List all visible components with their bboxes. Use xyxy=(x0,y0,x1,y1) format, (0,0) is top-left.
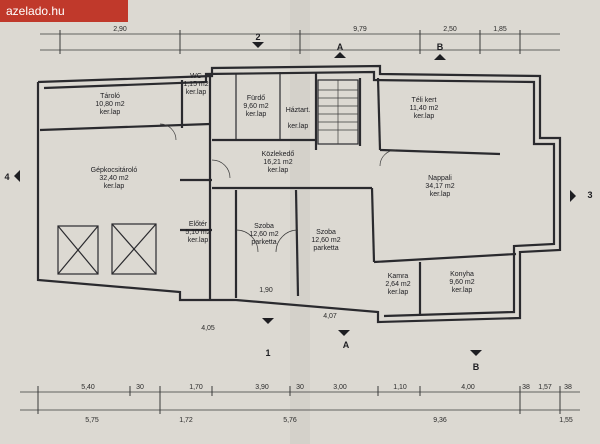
room-name: Előtér xyxy=(189,221,208,228)
dim-bottom-2: 30 xyxy=(136,384,144,391)
room-name: Téli kert xyxy=(412,97,437,104)
room-name: Szoba xyxy=(316,229,336,236)
room-floor: ker.lap xyxy=(452,287,473,294)
room-area: 16,21 m2 xyxy=(263,159,292,166)
dim-bottom2-1: 5,75 xyxy=(85,417,99,424)
room-name: Közlekedő xyxy=(262,151,295,158)
level-label-2: 4,07 xyxy=(323,313,337,320)
dim-bottom2-5: 1,55 xyxy=(559,417,573,424)
dim-bottom-4: 3,90 xyxy=(255,384,269,391)
room-label-szoba-1: Szoba 12,60 m2 parketta xyxy=(249,223,278,246)
room-name: WC xyxy=(190,73,202,80)
room-label-furdo: Fürdő 9,60 m2 ker.lap xyxy=(243,95,268,118)
dim-top-1: 2,90 xyxy=(113,26,127,33)
section-mark-b-bottom: B xyxy=(473,362,480,372)
room-label-eloter: Előtér 5,10 m2 ker.lap xyxy=(185,221,210,244)
room-label-gepkocsitarolo: Gépkocsitároló 32,40 m2 ker.lap xyxy=(91,167,138,190)
section-mark-b-top: B xyxy=(437,42,444,52)
room-floor: ker.lap xyxy=(104,183,125,190)
room-floor: ker.lap xyxy=(388,289,409,296)
dim-bottom-3: 1,70 xyxy=(189,384,203,391)
room-label-tarolo: Tároló 10,80 m2 ker.lap xyxy=(95,93,124,116)
dim-bottom-6: 3,00 xyxy=(333,384,347,391)
room-label-teli-kert: Téli kert 11,40 m2 ker.lap xyxy=(410,97,439,120)
room-name: Nappali xyxy=(428,175,452,182)
section-mark-4: 4 xyxy=(4,172,9,182)
room-floor: parketta xyxy=(251,239,276,246)
room-floor: ker.lap xyxy=(246,111,267,118)
room-floor: ker.lap xyxy=(100,109,121,116)
room-label-konyha: Konyha 9,60 m2 ker.lap xyxy=(449,271,474,294)
room-label-nappali: Nappali 34,17 m2 ker.lap xyxy=(425,175,454,198)
dim-bottom-1: 5,40 xyxy=(81,384,95,391)
room-area: 9,60 m2 xyxy=(243,103,268,110)
room-label-kamra: Kamra 2,64 m2 ker.lap xyxy=(385,273,410,296)
dim-bottom2-4: 9,36 xyxy=(433,417,447,424)
room-floor: ker.lap xyxy=(414,113,435,120)
dim-bottom-11: 38 xyxy=(564,384,572,391)
room-area: 9,60 m2 xyxy=(449,279,474,286)
room-floor: ker.lap xyxy=(186,89,207,96)
dim-bottom-5: 30 xyxy=(296,384,304,391)
room-label-wc: WC 1,15 m2 ker.lap xyxy=(183,73,208,96)
site-watermark[interactable]: azelado.hu xyxy=(0,0,128,22)
room-area: 12,60 m2 xyxy=(249,231,278,238)
room-label-kozlekedo: Közlekedő 16,21 m2 ker.lap xyxy=(262,151,295,174)
interior-walls xyxy=(39,72,517,314)
room-area: 11,40 m2 xyxy=(410,105,439,112)
dim-bottom-10: 1,57 xyxy=(538,384,552,391)
room-name: Tároló xyxy=(100,93,120,100)
staircase xyxy=(317,79,359,145)
dim-bottom-8: 4,00 xyxy=(461,384,475,391)
room-label-hazt: Háztart. ker.lap xyxy=(286,107,311,130)
garage-doors xyxy=(57,223,157,275)
room-area: 5,10 m2 xyxy=(185,229,210,236)
dim-top-3: 2,50 xyxy=(443,26,457,33)
room-area: 10,80 m2 xyxy=(95,101,124,108)
room-floor: ker.lap xyxy=(188,237,209,244)
section-mark-1: 1 xyxy=(265,348,270,358)
dim-bottom-7: 1,10 xyxy=(393,384,407,391)
bottom-dimension-chain xyxy=(20,386,580,414)
room-floor: ker.lap xyxy=(430,191,451,198)
room-area: 2,64 m2 xyxy=(385,281,410,288)
section-mark-3: 3 xyxy=(587,190,592,200)
top-dimension-chain xyxy=(40,30,560,54)
room-name: Szoba xyxy=(254,223,274,230)
room-name: Fürdő xyxy=(247,95,265,102)
dim-bottom2-3: 5,76 xyxy=(283,417,297,424)
room-area: 34,17 m2 xyxy=(425,183,454,190)
outer-walls xyxy=(36,64,562,324)
level-label-3: 1,90 xyxy=(259,287,273,294)
room-floor: ker.lap xyxy=(288,123,309,130)
room-area: 12,60 m2 xyxy=(311,237,340,244)
section-mark-a-top: A xyxy=(337,42,344,52)
section-mark-2: 2 xyxy=(255,32,260,42)
room-area: 1,15 m2 xyxy=(183,81,208,88)
room-name: Konyha xyxy=(450,271,474,278)
section-marks: A A B B 1 2 3 4 xyxy=(4,32,592,372)
door-swings xyxy=(159,123,397,253)
room-floor: parketta xyxy=(313,245,338,252)
paper-fold xyxy=(290,0,310,444)
room-label-szoba-2: Szoba 12,60 m2 parketta xyxy=(311,229,340,252)
dim-top-4: 1,85 xyxy=(493,26,507,33)
section-mark-a-bottom: A xyxy=(343,340,350,350)
dim-top-2: 9,79 xyxy=(353,26,367,33)
room-name: Gépkocsitároló xyxy=(91,167,138,174)
level-label-1: 4,05 xyxy=(201,325,215,332)
dim-bottom-9: 38 xyxy=(522,384,530,391)
room-name: Kamra xyxy=(388,273,409,280)
dim-bottom2-2: 1,72 xyxy=(179,417,193,424)
room-floor: ker.lap xyxy=(268,167,289,174)
room-area: 32,40 m2 xyxy=(99,175,128,182)
room-name: Háztart. xyxy=(286,107,311,114)
